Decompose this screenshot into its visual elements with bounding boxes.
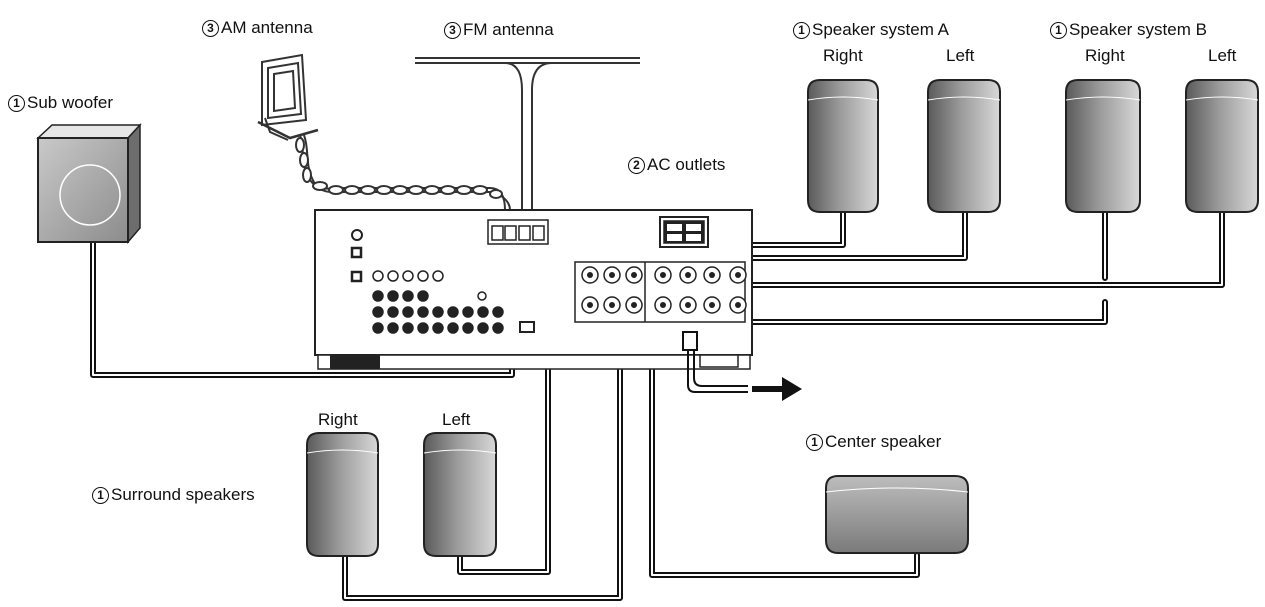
speaker-terminals [574,261,747,323]
speaker-a-right [807,79,879,213]
am-antenna-label: 3 AM antenna [202,18,313,38]
center-speaker [825,475,969,554]
speaker-b-right [1065,79,1141,213]
number-badge: 1 [793,21,810,39]
center-speaker-label: 1 Center speaker [806,432,941,452]
speaker-b-left [1185,79,1259,213]
speaker-b-right-label: Right [1085,46,1125,65]
number-badge: 1 [8,94,25,112]
receiver-rear-panel [314,209,753,370]
surround-left-speaker [423,432,497,557]
speaker-a-left [927,79,1001,213]
fm-antenna [415,57,640,215]
surround-right-speaker [306,432,379,557]
surround-right-label: Right [318,410,358,429]
ac-outlets-label: 2 AC outlets [628,155,725,175]
speaker-system-a-label: 1 Speaker system A [793,20,949,40]
power-cord [682,331,748,393]
speaker-system-a-text: Speaker system A [812,20,950,39]
speaker-b-left-cable [735,209,1225,288]
speaker-b-left-label: Left [1208,46,1237,65]
input-jacks [372,270,504,334]
am-antenna-wire [295,134,511,215]
number-badge: 1 [806,433,823,451]
number-badge: 1 [1050,21,1067,39]
center-speaker-text: Center speaker [825,432,942,451]
speaker-b-right-cable [709,209,1108,325]
fm-antenna-label: 3 FM antenna [444,20,554,40]
number-badge: 3 [202,19,219,37]
number-badge: 2 [628,156,645,174]
speaker-system-b-label: 1 Speaker system B [1050,20,1207,40]
speaker-system-b-text: Speaker system B [1069,20,1207,39]
surround-speakers-text: Surround speakers [111,485,255,504]
surround-left-label: Left [442,410,471,429]
speaker-a-left-label: Left [946,46,975,65]
power-arrow [752,377,802,401]
am-antenna [257,53,319,141]
sub-woofer-label: 1 Sub woofer [8,93,113,113]
speaker-a-right-label: Right [823,46,863,65]
subwoofer [36,123,142,245]
number-badge: 1 [92,486,109,504]
fm-antenna-text: FM antenna [463,20,554,39]
surround-speakers-label: 1 Surround speakers [92,485,255,505]
ac-outlets-text: AC outlets [647,155,726,174]
antenna-terminals [487,219,549,245]
number-badge: 3 [444,21,461,39]
am-antenna-text: AM antenna [221,18,313,37]
ac-outlets [659,216,709,248]
sub-woofer-text: Sub woofer [27,93,113,112]
